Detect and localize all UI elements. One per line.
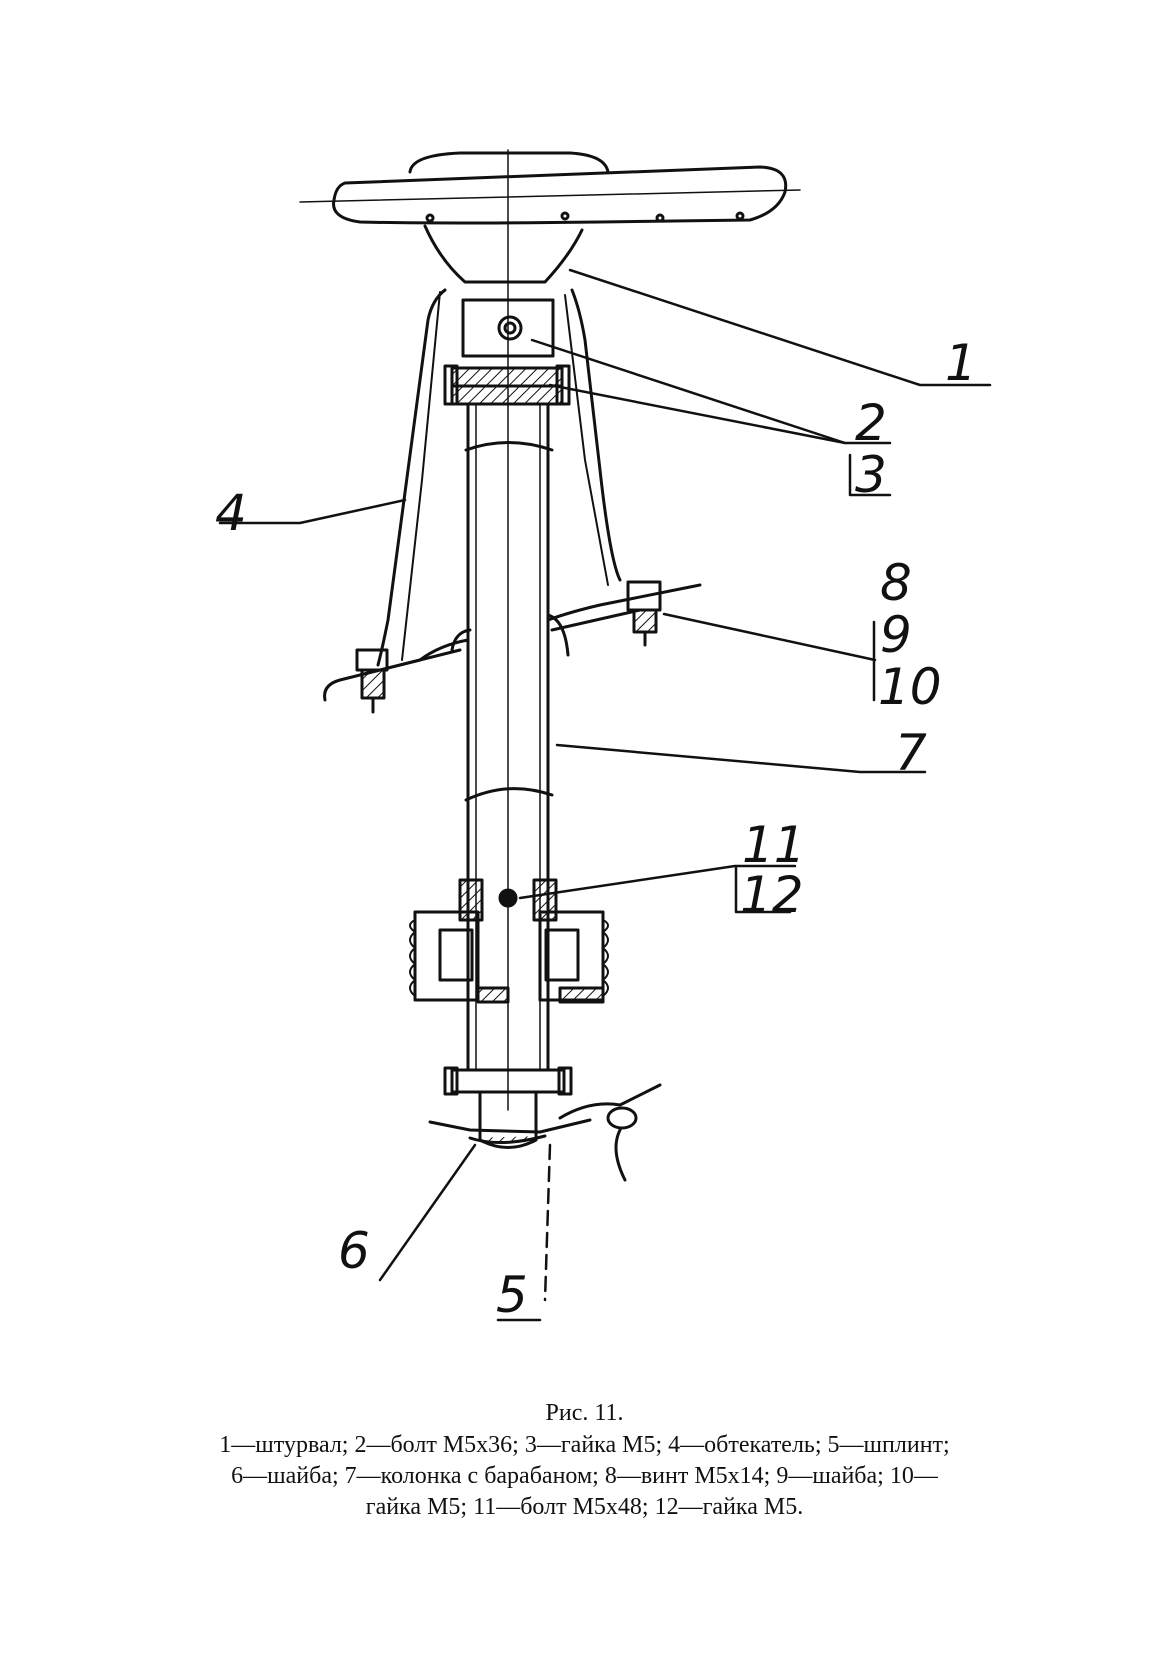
drum-assembly [409,878,609,1004]
steering-wheel [332,151,788,284]
figure-title: Рис. 11. [545,1400,624,1426]
wheel-axis-line [299,189,801,203]
callout-11: 11 [742,816,806,874]
callout-1: 1 [945,334,977,392]
left-bracket-screw [323,628,472,714]
callout-3: 3 [855,446,887,504]
hub-bolt-assembly [443,298,571,406]
callout-12: 12 [740,866,804,924]
fairing [376,288,622,667]
callout-labels: 1 2 3 4 5 6 7 8 9 10 11 12 [215,334,977,1324]
leader-lines [218,268,992,1322]
legend-line: 1—штурвал; 2—болт М5х36; 3—гайка М5; 4—о… [219,1432,950,1458]
callout-4: 4 [215,484,247,542]
callout-10: 10 [878,658,942,716]
bottom-washer-cotter [428,1066,662,1182]
callout-2: 2 [855,394,887,452]
callout-7: 7 [895,724,927,782]
callout-5: 5 [496,1266,528,1324]
legend-line: 6—шайба; 7—колонка с барабаном; 8—винт М… [231,1463,938,1489]
callout-9: 9 [880,606,912,664]
figure-legend: 1—штурвал; 2—болт М5х36; 3—гайка М5; 4—о… [100,1430,1069,1523]
steering-column-drawing: 1 2 3 4 5 6 7 8 9 10 11 12 [215,149,992,1324]
right-bracket-screw [546,580,702,657]
callout-6: 6 [338,1222,370,1280]
callout-8: 8 [880,554,912,612]
legend-line: гайка М5; 11—болт М5х48; 12—гайка М5. [365,1494,804,1520]
